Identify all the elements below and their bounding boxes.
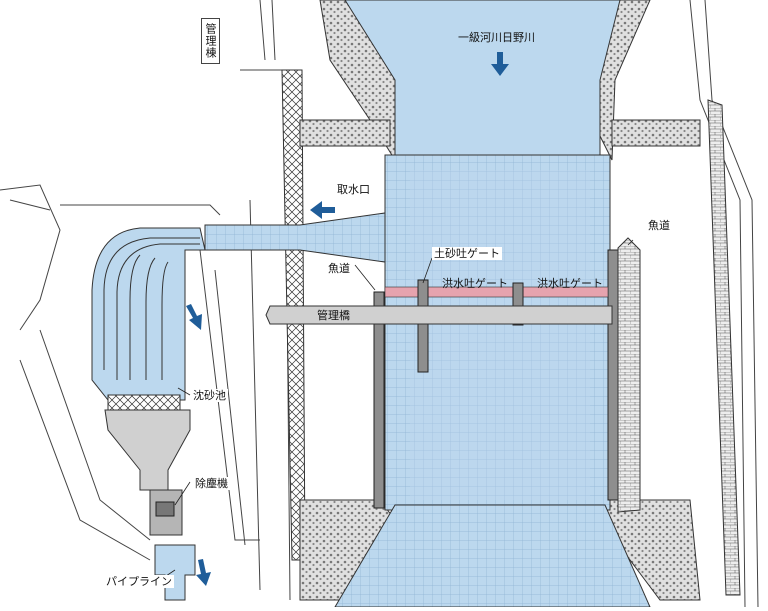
river-name-label: 一級河川日野川 (458, 31, 535, 44)
left-fishway (373, 291, 385, 509)
sediment-gate-label: 土砂吐ゲート (432, 247, 502, 260)
dust-remover-core (155, 501, 175, 517)
flood-gate-2-label: 洪水吐ゲート (537, 277, 603, 290)
upper-left-apron (299, 119, 391, 147)
fishway-left-label: 魚道 (326, 262, 352, 275)
pipeline-label: パイプライン (104, 575, 174, 588)
intake-label: 取水口 (335, 183, 372, 196)
right-fishway-wall (617, 237, 641, 513)
gate-line (384, 286, 609, 298)
basin-flow-arrow (186, 304, 202, 330)
settling-basin (91, 227, 206, 401)
pier-1 (417, 279, 429, 373)
bridge-label: 管理橋 (317, 309, 350, 322)
basin-outlet (104, 409, 191, 491)
admin-building-label: 管理棟 (201, 18, 220, 64)
right-fishway (607, 249, 619, 501)
dust-remover-machine (149, 489, 183, 536)
river-unpaved-center (410, 170, 590, 500)
right-embankment-hatch (707, 99, 741, 596)
river-flow-arrow (491, 52, 509, 76)
dust-remover-label: 除塵機 (193, 477, 230, 490)
settling-channels (103, 237, 200, 380)
settling-basin-label: 沈砂池 (191, 389, 228, 402)
basin-gate-row (107, 394, 181, 412)
intake-flow-arrow (310, 201, 335, 219)
pipeline-flow-arrow (196, 559, 211, 586)
pipeline-segment (154, 544, 196, 601)
pier-2 (512, 282, 524, 326)
fishway-right-label: 魚道 (646, 219, 672, 232)
management-bridge (265, 305, 613, 325)
flood-gate-1-label: 洪水吐ゲート (442, 277, 508, 290)
upper-right-apron (611, 119, 701, 147)
